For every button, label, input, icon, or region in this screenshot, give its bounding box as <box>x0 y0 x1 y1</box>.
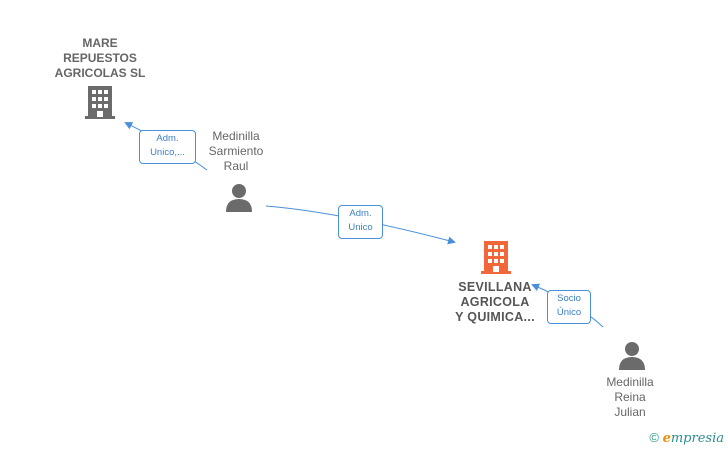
building-icon[interactable] <box>84 84 116 120</box>
node-label-sarmiento[interactable]: Medinilla Sarmiento Raul <box>208 129 264 173</box>
person-icon[interactable] <box>224 182 254 212</box>
edge-label-adm-unico-sevillana[interactable]: Adm. Unico <box>338 205 383 239</box>
person-icon[interactable] <box>617 340 647 370</box>
building-icon[interactable] <box>480 239 512 275</box>
edge-label-adm-unico-mare[interactable]: Adm. Unico,... <box>139 130 196 164</box>
empresia-watermark: © empresia <box>649 430 724 446</box>
copyright-symbol: © <box>649 430 659 445</box>
brand-name: mpresia <box>670 431 724 446</box>
brand-initial: e <box>662 431 671 446</box>
node-label-sevillana[interactable]: SEVILLANA AGRICOLA Y QUIMICA... <box>455 280 535 324</box>
node-label-reina[interactable]: Medinilla Reina Julian <box>606 375 654 419</box>
edge-label-socio-unico[interactable]: Socio Único <box>547 290 591 324</box>
node-label-mare[interactable]: MARE REPUESTOS AGRICOLAS SL <box>54 36 146 80</box>
